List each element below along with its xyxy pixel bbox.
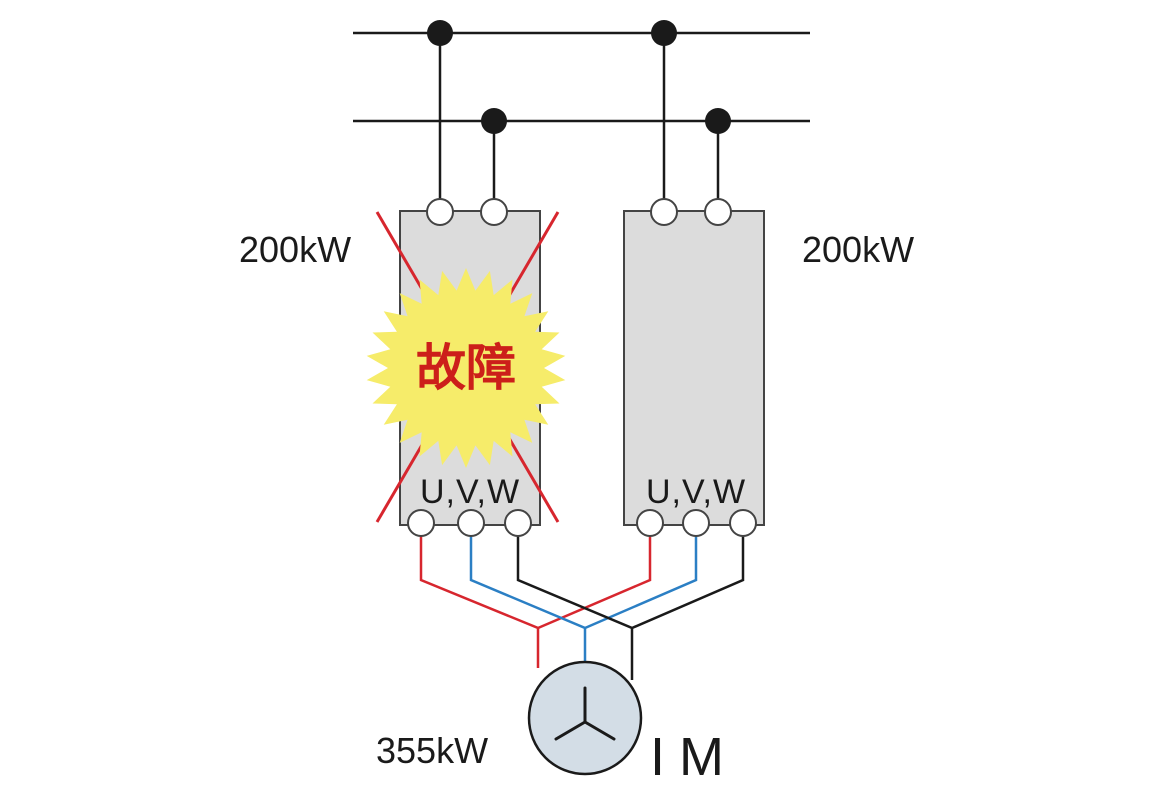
inverter-right-terminals: U,V,W: [646, 473, 746, 511]
input-terminal: [704, 198, 732, 226]
junction-dot: [481, 108, 507, 134]
output-wires: [419, 532, 745, 680]
wire-v-right: [584, 532, 698, 630]
wire-u-right: [537, 532, 652, 630]
junction-dot: [427, 20, 453, 46]
output-terminal-v: [682, 509, 710, 537]
terminals: [407, 198, 757, 537]
fault-burst-icon: [366, 268, 566, 468]
inverter-left-terminals: U,V,W: [420, 473, 520, 511]
input-terminal: [426, 198, 454, 226]
wire-u-left: [419, 532, 540, 668]
wye-symbol-icon: [554, 686, 616, 741]
wire-w-right: [631, 532, 745, 630]
inverter-left: 故障 U,V,W: [366, 210, 566, 526]
junction-dot: [705, 108, 731, 134]
wire-w-left: [516, 532, 634, 680]
motor-label: IM: [650, 727, 738, 787]
fault-label: 故障: [416, 339, 516, 397]
induction-motor: [527, 660, 643, 776]
junction-dot: [651, 20, 677, 46]
output-terminal-w: [504, 509, 532, 537]
bus-junctions: [427, 20, 731, 134]
output-terminal-w: [729, 509, 757, 537]
inverter-right: U,V,W: [623, 210, 765, 526]
inverter-right-rating: 200kW: [802, 229, 914, 270]
output-terminal-u: [636, 509, 664, 537]
input-wires: [438, 33, 720, 200]
output-terminal-v: [457, 509, 485, 537]
motor-rating: 355kW: [376, 730, 488, 771]
wire-v-left: [469, 532, 587, 664]
input-terminal: [650, 198, 678, 226]
inverter-left-rating: 200kW: [239, 229, 351, 270]
output-terminal-u: [407, 509, 435, 537]
inverter-right-body: [623, 210, 765, 526]
input-terminal: [480, 198, 508, 226]
